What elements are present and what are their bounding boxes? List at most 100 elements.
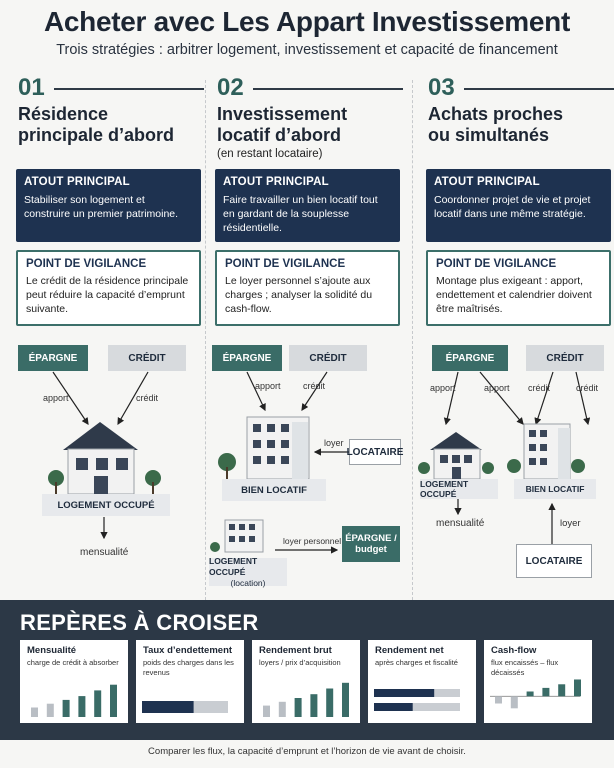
apartment-building-icon <box>218 416 310 480</box>
column-title: Achats proches ou simultanés <box>428 104 564 145</box>
apport-label: apport <box>255 381 281 391</box>
repere-card-mensualite: Mensualité charge de crédit à absorber <box>20 640 128 723</box>
atout-heading: ATOUT PRINCIPAL <box>24 176 130 188</box>
house-icon <box>48 422 161 495</box>
flow-arrows <box>210 371 349 554</box>
apport-label: apport <box>43 393 69 403</box>
mensualite-label: mensualité <box>80 547 129 558</box>
strategy-column-1: 01 Résidence principale d’abord ATOUT PR… <box>8 72 208 592</box>
reperes-panel: REPÈRES À CROISER Mensualité charge de c… <box>0 600 614 740</box>
atout-box: ATOUT PRINCIPAL Stabiliser son logement … <box>16 169 201 242</box>
gauge-track <box>374 703 460 711</box>
repere-card-rendement-net: Rendement net après charges et fiscalité <box>368 640 476 723</box>
apport-label: apport <box>484 383 510 393</box>
page-title: Acheter avec Les Appart Investissement <box>43 6 570 37</box>
bar <box>542 687 550 697</box>
vigilance-box: POINT DE VIGILANCE Le loyer personnel s’… <box>215 250 400 326</box>
bar <box>263 705 270 717</box>
reperes-title: REPÈRES À CROISER <box>20 610 259 635</box>
vigilance-box: POINT DE VIGILANCE Le crédit de la résid… <box>16 250 201 326</box>
bar <box>62 699 70 717</box>
epargne-box: ÉPARGNE <box>212 345 282 371</box>
locataire-box: LOCATAIRE <box>347 439 403 465</box>
bar <box>526 691 534 697</box>
strategy-column-3: 03 Achats proches ou simultanés ATOUT PR… <box>418 72 614 592</box>
column-number: 01 <box>18 74 45 101</box>
credit-label: crédit <box>576 383 599 393</box>
vigilance-text: Le loyer personnel s’ajoute aux charges … <box>225 275 373 315</box>
credit-box: CRÉDIT <box>289 345 367 371</box>
logement-occupe-label: LOGEMENT OCCUPÉ <box>420 479 498 499</box>
number-rule <box>253 88 403 90</box>
strategy-column-2: 02 Investissement locatif d’abord (en re… <box>207 72 407 592</box>
flow-arrows <box>48 371 161 540</box>
repere-card-cash-flow: Cash-flow flux encaissés – flux décaissé… <box>484 640 592 723</box>
atout-text: Faire travailler un bien locatif tout en… <box>223 194 378 234</box>
credit-label: crédit <box>528 383 551 393</box>
repere-card-rendement-brut: Rendement brut loyers / prix d’acquisiti… <box>252 640 360 723</box>
rendement-net-gauges <box>374 689 460 711</box>
column-number: 02 <box>217 74 244 101</box>
mensualite-bars <box>31 684 117 717</box>
logement-occupe-label: LOGEMENT OCCUPÉ <box>42 494 170 516</box>
bien-locatif-label: BIEN LOCATIF <box>514 479 596 499</box>
apartment-building-icon <box>507 423 585 480</box>
flow-arrows <box>418 371 591 544</box>
bar <box>326 688 334 717</box>
credit-label: crédit <box>136 393 159 403</box>
vigilance-heading: POINT DE VIGILANCE <box>225 258 346 270</box>
vigilance-text: Le crédit de la résidence principale peu… <box>26 275 189 315</box>
atout-text: Coordonner projet de vie et projet locat… <box>434 194 591 220</box>
vigilance-heading: POINT DE VIGILANCE <box>26 258 147 270</box>
column-divider <box>412 80 413 600</box>
bar <box>342 682 349 717</box>
bar <box>294 698 302 717</box>
loyer-personnel-label: loyer personnel <box>283 536 342 546</box>
column-title: Investissement locatif d’abord <box>217 104 348 145</box>
bar <box>46 703 54 717</box>
footer-note: Comparer les flux, la capacité d’emprunt… <box>148 746 466 757</box>
small-building-icon <box>210 519 264 553</box>
bar <box>278 701 286 717</box>
vigilance-text: Montage plus exigeant : apport, endettem… <box>436 275 592 315</box>
atout-box: ATOUT PRINCIPAL Coordonner projet de vie… <box>426 169 611 242</box>
gauge-fill <box>374 703 413 711</box>
rendement-brut-bars <box>263 682 349 717</box>
column-divider <box>205 80 206 600</box>
column-number: 03 <box>428 74 455 101</box>
apport-label: apport <box>430 383 456 393</box>
epargne-box: ÉPARGNE <box>432 345 508 371</box>
atout-text: Stabiliser son logement et construire un… <box>24 194 179 220</box>
bar <box>78 696 86 717</box>
gauge-fill <box>374 689 435 697</box>
loyer-label: loyer <box>560 518 581 529</box>
atout-heading: ATOUT PRINCIPAL <box>223 176 329 188</box>
bar <box>310 694 318 717</box>
mensualite-label: mensualité <box>436 518 485 529</box>
page-subtitle: Trois stratégies : arbitrer logement, in… <box>56 42 558 58</box>
loyer-label: loyer <box>324 438 344 448</box>
bar <box>558 684 566 697</box>
locataire-box: LOCATAIRE <box>516 544 592 578</box>
logement-occupe-location-label: LOGEMENT OCCUPÉ (location) <box>209 556 287 588</box>
number-rule <box>54 88 204 90</box>
column-subtitle: (en restant locataire) <box>217 148 323 160</box>
credit-label: crédit <box>303 381 326 391</box>
cash-flow-bars <box>490 679 581 709</box>
vigilance-box: POINT DE VIGILANCE Montage plus exigeant… <box>426 250 611 326</box>
epargne-box: ÉPARGNE <box>18 345 88 371</box>
credit-box: CRÉDIT <box>526 345 604 371</box>
repere-card-taux-endettement: Taux d’endettement poids des charges dan… <box>136 640 244 723</box>
column-title: Résidence principale d’abord <box>18 104 175 145</box>
bien-locatif-label: BIEN LOCATIF <box>222 479 326 501</box>
bar <box>110 684 117 717</box>
vigilance-heading: POINT DE VIGILANCE <box>436 258 557 270</box>
endettement-gauge <box>142 701 228 713</box>
credit-box: CRÉDIT <box>108 345 186 371</box>
house-icon <box>418 432 494 480</box>
bar <box>94 690 102 717</box>
bar <box>574 679 581 697</box>
bar <box>495 696 502 704</box>
bar <box>510 696 518 709</box>
epargne-budget-box: ÉPARGNE / budget <box>342 526 400 562</box>
